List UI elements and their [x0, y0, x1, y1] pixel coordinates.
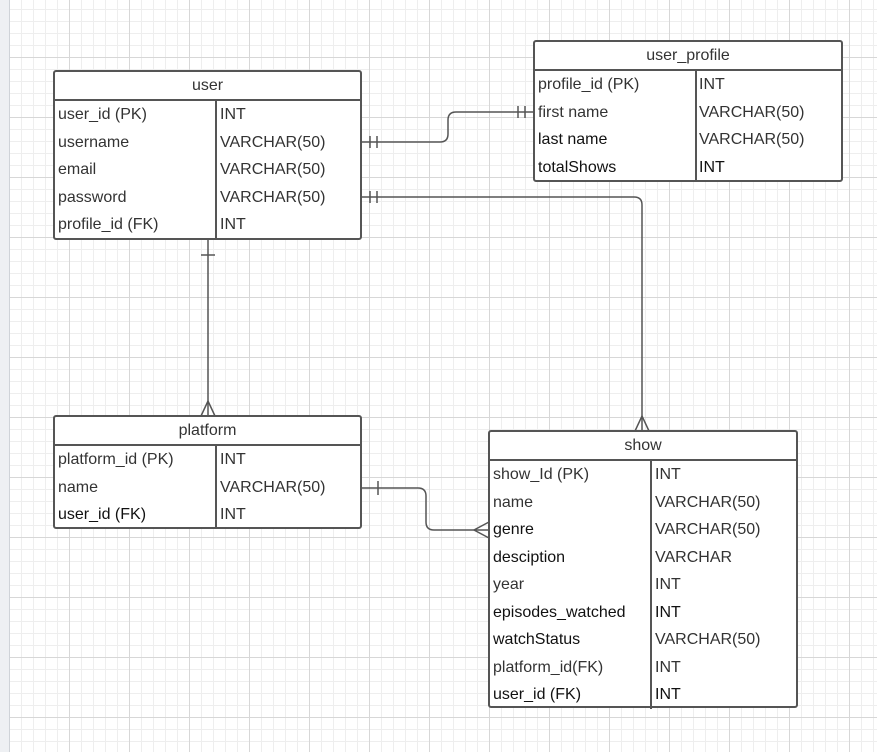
entity-user[interactable]: user user_id (PK) INT username VARCHAR(5… [53, 70, 362, 240]
column-name: show_Id (PK) [493, 466, 590, 483]
table-row[interactable]: year INT [490, 571, 796, 599]
column-name: profile_id (FK) [58, 216, 159, 233]
column-name: first name [538, 103, 609, 121]
column-name: name [493, 493, 534, 511]
column-name: profile_id (PK) [538, 76, 640, 93]
column-name: totalShows [538, 158, 617, 176]
column-type: INT [655, 686, 681, 703]
column-type: VARCHAR(50) [655, 493, 761, 511]
column-divider [215, 446, 217, 529]
column-type: INT [655, 466, 681, 483]
column-type: VARCHAR(50) [655, 521, 761, 538]
column-name: year [493, 576, 525, 593]
entity-platform[interactable]: platform platform_id (PK) INT name VARCH… [53, 415, 362, 529]
column-type: VARCHAR [655, 548, 733, 566]
left-panel-edge [0, 0, 10, 752]
table-row[interactable]: user_id (FK) INT [55, 501, 360, 529]
table-row[interactable]: show_Id (PK) INT [490, 461, 796, 489]
entity-user-profile[interactable]: user_profile profile_id (PK) INT first n… [533, 40, 843, 182]
table-row[interactable]: profile_id (PK) INT [535, 71, 841, 99]
table-row[interactable]: desciption VARCHAR [490, 544, 796, 572]
table-row[interactable]: genre VARCHAR(50) [490, 516, 796, 544]
table-row[interactable]: profile_id (FK) INT [55, 211, 360, 239]
column-type: VARCHAR(50) [655, 631, 761, 648]
column-type: INT [699, 158, 725, 176]
table-row[interactable]: password VARCHAR(50) [55, 184, 360, 212]
column-type: INT [655, 658, 681, 676]
column-name: watchStatus [493, 631, 581, 648]
rel-platform-show[interactable] [362, 487, 489, 531]
column-name: desciption [493, 548, 566, 566]
column-type: INT [220, 216, 246, 233]
column-name: password [58, 188, 127, 206]
entity-body: user_id (PK) INT username VARCHAR(50) em… [55, 101, 360, 239]
column-type: INT [655, 576, 681, 593]
column-divider [695, 71, 697, 181]
table-row[interactable]: totalShows INT [535, 154, 841, 182]
entity-body: show_Id (PK) INT name VARCHAR(50) genre … [490, 461, 796, 709]
table-row[interactable]: first name VARCHAR(50) [535, 99, 841, 127]
table-row[interactable]: platform_id(FK) INT [490, 654, 796, 682]
entity-show[interactable]: show show_Id (PK) INT name VARCHAR(50) g… [488, 430, 798, 709]
table-row[interactable]: email VARCHAR(50) [55, 156, 360, 184]
column-name: name [58, 478, 99, 496]
entity-title: platform [55, 417, 360, 446]
table-row[interactable]: last name VARCHAR(50) [535, 126, 841, 154]
table-row[interactable]: platform_id (PK) INT [55, 446, 360, 474]
rel-platform-show-crowfoot [472, 521, 490, 539]
column-type: VARCHAR(50) [220, 133, 326, 151]
table-row[interactable]: name VARCHAR(50) [490, 489, 796, 517]
rel-user-user-profile[interactable] [362, 111, 535, 143]
column-name: episodes_watched [493, 603, 626, 621]
column-name: platform_id (PK) [58, 451, 174, 468]
column-type: INT [220, 451, 246, 468]
column-type: VARCHAR(50) [220, 161, 326, 178]
table-row[interactable]: watchStatus VARCHAR(50) [490, 626, 796, 654]
column-type: VARCHAR(50) [220, 188, 326, 206]
column-divider [650, 461, 652, 709]
column-name: user_id (FK) [58, 506, 147, 523]
table-row[interactable]: user_id (FK) INT [490, 681, 796, 709]
table-row[interactable]: episodes_watched INT [490, 599, 796, 627]
table-row[interactable]: user_id (PK) INT [55, 101, 360, 129]
column-type: VARCHAR(50) [699, 103, 805, 121]
rel-user-show-crowfoot [634, 414, 650, 432]
column-name: last name [538, 131, 608, 148]
entity-title: user_profile [535, 42, 841, 71]
column-type: INT [220, 506, 246, 523]
column-name: platform_id(FK) [493, 658, 604, 676]
table-row[interactable]: username VARCHAR(50) [55, 129, 360, 157]
rel-user-platform-crowfoot [200, 399, 216, 417]
column-name: username [58, 133, 130, 151]
column-type: VARCHAR(50) [220, 478, 326, 496]
entity-body: profile_id (PK) INT first name VARCHAR(5… [535, 71, 841, 181]
rel-user-show[interactable] [362, 196, 643, 431]
table-row[interactable]: name VARCHAR(50) [55, 474, 360, 502]
column-name: user_id (FK) [493, 686, 582, 703]
column-type: VARCHAR(50) [699, 131, 805, 148]
entity-title: show [490, 432, 796, 461]
column-type: INT [655, 603, 681, 621]
entity-body: platform_id (PK) INT name VARCHAR(50) us… [55, 446, 360, 529]
entity-title: user [55, 72, 360, 101]
column-name: genre [493, 521, 534, 538]
column-name: email [58, 161, 97, 178]
column-type: INT [699, 76, 725, 93]
column-type: INT [220, 106, 246, 123]
column-divider [215, 101, 217, 239]
column-name: user_id (PK) [58, 106, 147, 123]
